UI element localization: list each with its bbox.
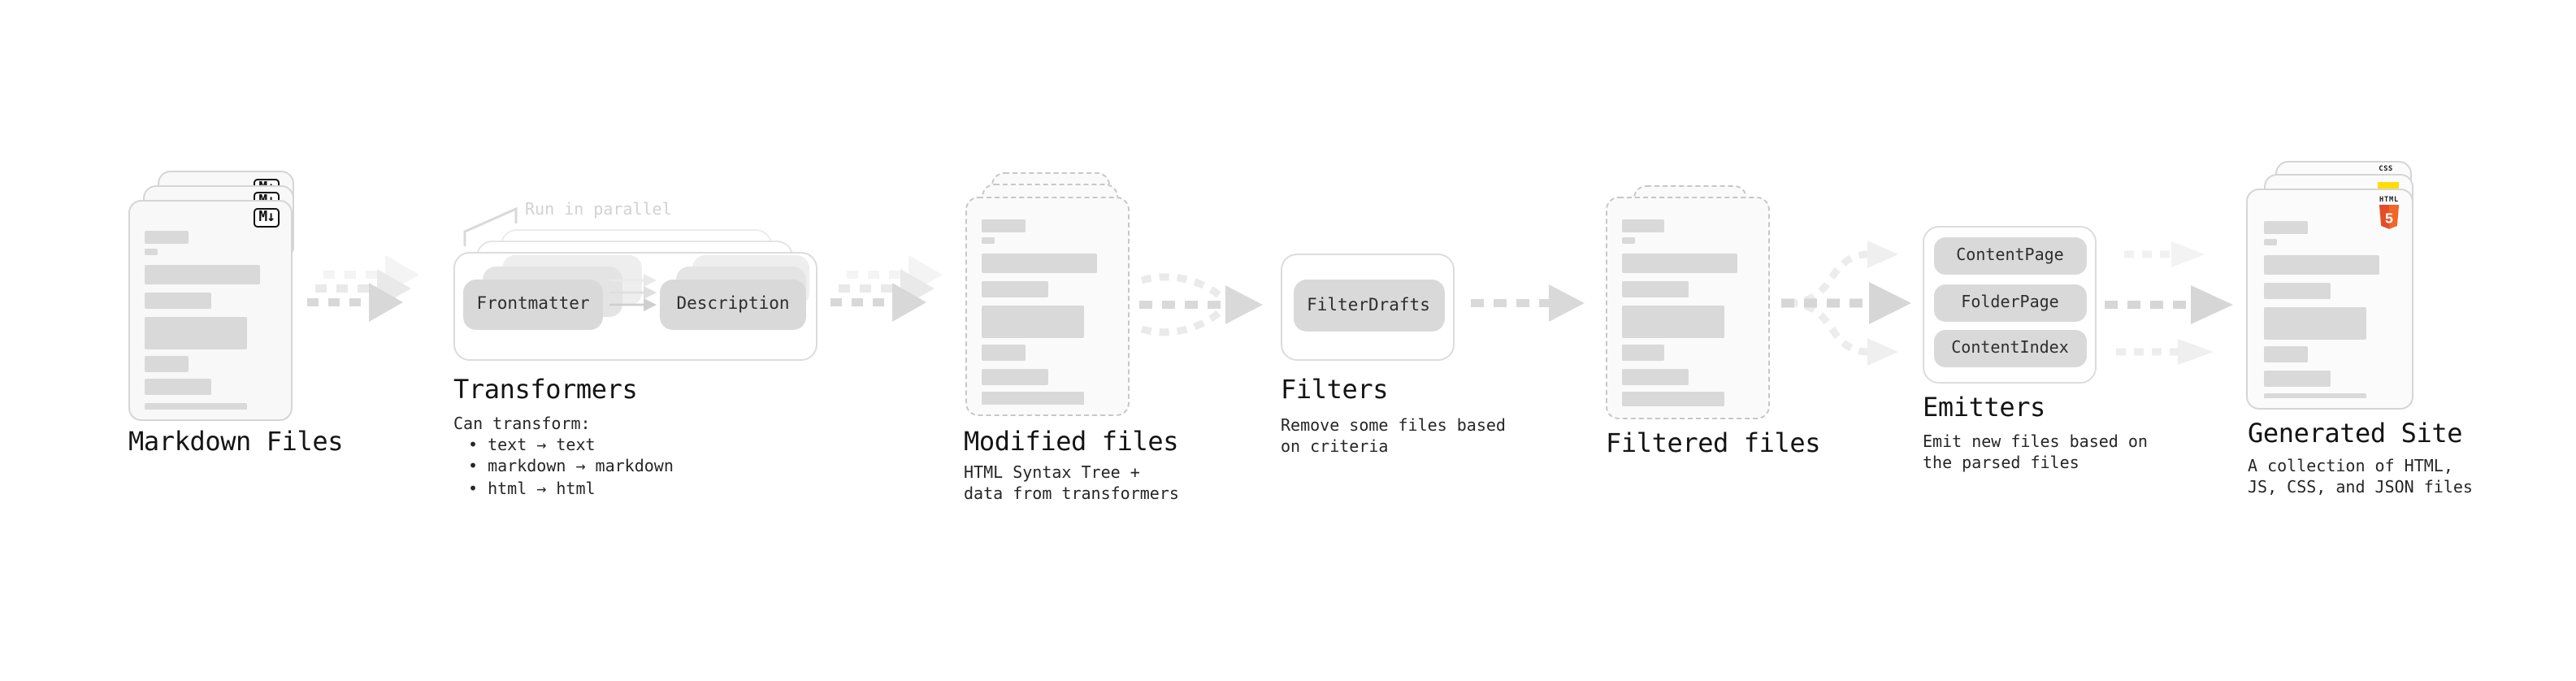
filtered-files-title: Filtered files (1606, 427, 1821, 458)
arrow-emitters-to-site-bottom (2116, 339, 2214, 365)
contentpage-pill: ContentPage (1934, 237, 2086, 275)
generated-site-description: A collection of HTML, JS, CSS, and JSON … (2248, 457, 2473, 500)
markdown-doc-front: M↓ (128, 199, 293, 420)
desc-line: JS, CSS, and JSON files (2248, 479, 2473, 498)
bullet-html-to-html: • html → html (468, 480, 596, 499)
doc-content-lines (982, 219, 1113, 405)
desc-line: data from transformers (964, 486, 1179, 505)
arrow-transformers-to-modified (830, 255, 943, 322)
html5-icon: HTML 5 (2376, 196, 2402, 228)
generated-site-title: Generated Site (2248, 418, 2463, 449)
doc-content-lines (145, 230, 276, 409)
filters-title: Filters (1281, 374, 1389, 405)
html5-shield: 5 (2379, 204, 2400, 228)
markdown-icon: M↓ (254, 208, 280, 228)
arrow-emitters-to-site-top (2124, 241, 2205, 267)
contentindex-pill: ContentIndex (1934, 330, 2086, 367)
arrow-filters-to-filtered (1471, 284, 1585, 322)
filtered-doc-front (1605, 197, 1769, 419)
modified-files-description: HTML Syntax Tree + data from transformer… (964, 463, 1179, 506)
run-in-parallel-label: Run in parallel (525, 202, 672, 219)
emitters-title: Emitters (1923, 391, 2045, 422)
transformers-title: Transformers (453, 374, 638, 405)
folderpage-pill: FolderPage (1934, 284, 2086, 321)
html5-icon-label: HTML (2379, 196, 2399, 204)
html-doc-front: HTML 5 (2246, 189, 2413, 410)
can-transform-heading: Can transform: (453, 416, 591, 434)
filters-description: Remove some files based on criteria (1281, 416, 1506, 459)
modified-doc-front (965, 197, 1130, 416)
modified-files-title: Modified files (964, 426, 1179, 457)
arrow-emitters-to-site-middle (2105, 285, 2233, 324)
desc-line: Emit new files based on (1923, 433, 2148, 451)
markdown-files-title: Markdown Files (128, 426, 344, 457)
doc-content-lines (1621, 219, 1753, 408)
desc-line: the parsed files (1923, 454, 2079, 473)
description-pill: Description (660, 279, 806, 329)
css-icon-label: CSS (2379, 165, 2393, 173)
emitters-description: Emit new files based on the parsed files (1923, 432, 2148, 475)
markdown-files-stack: M↓ M↓ M↓ (128, 171, 307, 423)
bullet-markdown-to-markdown: • markdown → markdown (468, 458, 674, 477)
filterdrafts-pill: FilterDrafts (1293, 279, 1444, 331)
arrow-markdown-to-transformers (307, 255, 419, 322)
html5-number: 5 (2385, 210, 2393, 226)
arrow-modified-to-filters (1139, 273, 1263, 336)
frontmatter-pill: Frontmatter (463, 279, 603, 329)
generated-site-stack: CSS HTML 5 (2246, 160, 2425, 414)
arrow-filtered-to-emitters (1781, 241, 1911, 366)
javascript-icon (2378, 182, 2399, 191)
transformers-description: Can transform: • text → text • markdown … (453, 414, 674, 501)
desc-line: A collection of HTML, (2248, 458, 2453, 476)
desc-line: HTML Syntax Tree + (964, 465, 1140, 483)
bullet-text-to-text: • text → text (468, 437, 596, 456)
desc-line: Remove some files based (1281, 418, 1506, 436)
doc-content-lines (2264, 221, 2396, 398)
desc-line: on criteria (1281, 439, 1389, 458)
